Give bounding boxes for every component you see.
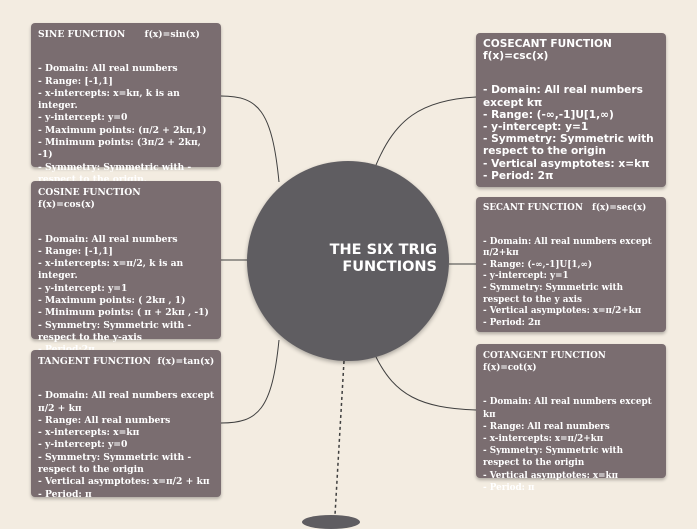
cotangent-body: - Domain: All real numbers except kπ- Ra… <box>483 396 660 494</box>
cosecant-property-line: - Domain: All real numbers except kπ <box>483 84 643 109</box>
cosecant-title: COSECANT FUNCTION f(x)=csc(x) <box>483 38 612 63</box>
cotangent-property-line: - Domain: All real numbers except kπ <box>483 397 652 420</box>
sine-property-line: - y-intercept: y=0 <box>38 112 128 124</box>
cosine-body: - Domain: All real numbers- Range: [-1,1… <box>38 234 215 357</box>
connector-sine <box>220 95 280 183</box>
cosine-property-line: - Symmetry: Symmetric with - respect to … <box>38 319 192 343</box>
cosecant-property-line: - Range: (-∞,-1]U[1,∞) <box>483 108 614 121</box>
tangent-property-line: - Period: π <box>38 488 92 500</box>
connector-cotangent <box>375 356 477 411</box>
sine-body: - Domain: All real numbers- Range: [-1,1… <box>38 63 215 198</box>
secant-property-line: - Period: 2π <box>483 317 541 328</box>
center-title: THE SIX TRIG FUNCTIONS <box>329 242 437 275</box>
sine-property-line: - Symmetry: Symmetric with - respect to … <box>38 161 192 185</box>
cosine-title: COSINE FUNCTION f(x)=cos(x) <box>38 187 164 211</box>
secant-property-line: - Range: (-∞,-1]U[1,∞) <box>483 259 593 270</box>
secant-body: - Domain: All real numbers except π/2+kπ… <box>483 237 660 330</box>
cosecant-property-line: - y-intercept: y=1 <box>483 121 589 134</box>
tangent-property-line: - Domain: All real numbers except π/2 + … <box>38 390 215 414</box>
bottom-node[interactable] <box>302 515 360 529</box>
sine-property-line: - Range: [-1,1] <box>38 75 113 87</box>
cotangent-property-line: - Period: π <box>483 482 535 493</box>
cosine-property-line: - x-intercepts: x=π/2, k is an integer. <box>38 258 184 282</box>
sine-title: SINE FUNCTION f(x)=sin(x) <box>38 29 200 40</box>
sine-property-line: - Domain: All real numbers <box>38 63 178 75</box>
cosine-property-line: - Period:2π <box>38 344 215 356</box>
sine-property-line: - Maximum points: (π/2 + 2kπ,1) <box>38 124 207 136</box>
tangent-property-line: - Range: All real numbers <box>38 414 171 426</box>
cosecant-card[interactable]: COSECANT FUNCTION f(x)=csc(x) - Domain: … <box>476 33 666 187</box>
sine-property-line: - x-intercepts: x=kπ, k is an integer. <box>38 87 180 112</box>
cosecant-property-line: - Vertical asymptotes: x=kπ <box>483 157 650 170</box>
secant-property-line: - Domain: All real numbers except π/2+kπ <box>483 236 652 259</box>
cosecant-body: - Domain: All real numbers except kπ- Ra… <box>483 84 660 182</box>
secant-property-line: - Symmetry: Symmetric with respect to th… <box>483 282 624 305</box>
cosecant-property-line: - Period: 2π <box>483 169 554 182</box>
cotangent-title: COTANGENT FUNCTION f(x)=cot(x) <box>483 351 609 374</box>
cotangent-card[interactable]: COTANGENT FUNCTION f(x)=cot(x) - Domain:… <box>476 344 666 493</box>
cosine-card[interactable]: COSINE FUNCTION f(x)=cos(x) - Domain: Al… <box>31 181 221 355</box>
tangent-property-line: - y-intercept: y=0 <box>38 439 128 451</box>
sine-property-line: - Minimum points: (3π/2 + 2kπ, -1) <box>38 137 201 161</box>
cotangent-property-line: - Range: All real numbers <box>483 421 610 432</box>
connector-cosecant <box>375 96 477 166</box>
cotangent-property-line: - Vertical asymptotes: x=kπ <box>483 470 619 481</box>
tangent-body: - Domain: All real numbers except π/2 + … <box>38 390 215 501</box>
sine-card[interactable]: SINE FUNCTION f(x)=sin(x) - Domain: All … <box>31 23 221 197</box>
tangent-property-line: - Symmetry: Symmetric with - respect to … <box>38 451 192 476</box>
cotangent-property-line: - x-intercepts: x=π/2+kπ <box>483 434 604 445</box>
cotangent-property-line: - Symmetry: Symmetric with respect to th… <box>483 446 624 469</box>
cosine-property-line: - Maximum points: ( 2kπ , 1) <box>38 295 186 307</box>
connector-tangent <box>220 339 280 424</box>
cosine-property-line: - Range: [-1,1] <box>38 245 113 257</box>
cosine-property-line: - Minimum points: ( π + 2kπ , -1) <box>38 307 209 319</box>
secant-title: SECANT FUNCTION f(x)=sec(x) <box>483 203 647 213</box>
tangent-property-line: - x-intercepts: x=kπ <box>38 427 140 439</box>
center-node[interactable] <box>247 161 449 361</box>
cosine-property-line: - Domain: All real numbers <box>38 233 178 245</box>
tangent-property-line: - Vertical asymptotes: x=π/2 + kπ <box>38 476 210 488</box>
tangent-card[interactable]: TANGENT FUNCTION f(x)=tan(x) - Domain: A… <box>31 350 221 500</box>
tangent-title: TANGENT FUNCTION f(x)=tan(x) <box>38 356 215 367</box>
secant-property-line: - y-intercept: y=1 <box>483 271 569 282</box>
connector-bottom-dashed <box>334 360 345 516</box>
secant-card[interactable]: SECANT FUNCTION f(x)=sec(x) - Domain: Al… <box>476 197 666 332</box>
secant-property-line: - Vertical asymptotes: x=π/2+kπ <box>483 306 642 317</box>
cosecant-property-line: - Symmetry: Symmetric with respect to th… <box>483 133 654 158</box>
cosine-property-line: - y-intercept: y=1 <box>38 282 128 294</box>
